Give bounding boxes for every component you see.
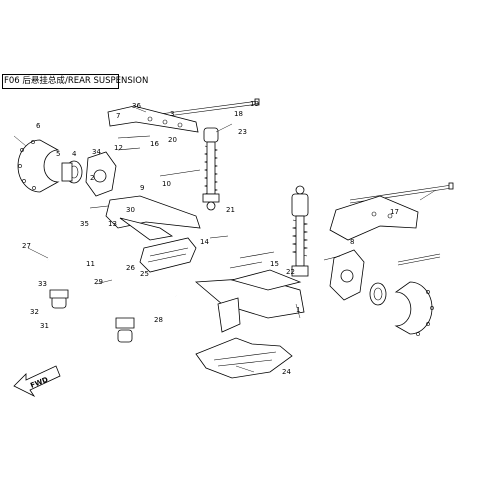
shock-absorber-left bbox=[202, 127, 220, 211]
callout-3: 3 bbox=[170, 110, 174, 118]
callout-17: 17 bbox=[390, 208, 399, 216]
long-bolt-lower-right bbox=[397, 253, 441, 266]
callout-27: 27 bbox=[22, 242, 31, 250]
diagram-title: F06 后悬挂总成/REAR SUSPENSION bbox=[4, 76, 149, 86]
upper-arm-left bbox=[107, 105, 199, 133]
callout-26: 26 bbox=[126, 264, 135, 272]
callout-4: 4 bbox=[72, 150, 77, 158]
knuckle-right bbox=[329, 249, 365, 301]
callout-29: 29 bbox=[94, 278, 103, 286]
callout-19: 19 bbox=[250, 100, 259, 108]
guard-plate bbox=[217, 297, 241, 333]
callout-33: 33 bbox=[38, 280, 47, 288]
knuckle-left bbox=[85, 151, 117, 197]
callout-15: 15 bbox=[270, 260, 279, 268]
callout-1: 1 bbox=[296, 306, 300, 314]
callout-21: 21 bbox=[226, 206, 235, 214]
bolt-set bbox=[89, 135, 341, 269]
skid-plate-bottom bbox=[195, 337, 293, 379]
long-bolt-right bbox=[349, 182, 454, 204]
callout-9: 9 bbox=[140, 184, 144, 192]
trailing-arm-center bbox=[194, 269, 305, 319]
callout-13: 13 bbox=[108, 220, 117, 228]
callout-28: 28 bbox=[154, 316, 163, 324]
callout-8: 8 bbox=[350, 238, 354, 246]
callout-24: 24 bbox=[282, 368, 291, 376]
callout-32: 32 bbox=[30, 308, 39, 316]
callout-6: 6 bbox=[36, 122, 41, 130]
leader-lines bbox=[13, 107, 437, 373]
callout-14: 14 bbox=[200, 238, 209, 246]
hub-bearing-right bbox=[369, 282, 387, 306]
callout-22: 22 bbox=[286, 268, 295, 276]
diagram-code: F06 bbox=[4, 76, 20, 86]
callout-labels: 36 3 7 19 18 23 16 20 10 9 6 5 4 34 12 2… bbox=[22, 100, 399, 376]
diagram-title-cn: 后悬挂总成 bbox=[22, 76, 65, 86]
callout-35: 35 bbox=[80, 220, 89, 228]
callout-25: 25 bbox=[140, 270, 149, 278]
callout-23: 23 bbox=[238, 128, 247, 136]
stabilizer-bushing-right bbox=[115, 317, 135, 343]
callout-10: 10 bbox=[162, 180, 171, 188]
callout-12: 12 bbox=[114, 144, 123, 152]
fwd-arrow-icon bbox=[13, 365, 61, 398]
brake-disc-right bbox=[394, 281, 434, 336]
upper-arm-right bbox=[329, 195, 419, 241]
callout-5: 5 bbox=[56, 150, 60, 158]
long-bolt-upper bbox=[159, 98, 260, 118]
callout-7: 7 bbox=[116, 112, 120, 120]
callout-16: 16 bbox=[150, 140, 159, 148]
diagram-title-en: REAR SUSPENSION bbox=[67, 76, 149, 86]
hub-bearing-left bbox=[61, 160, 83, 184]
callout-36: 36 bbox=[132, 102, 141, 110]
shock-absorber-right bbox=[291, 185, 309, 277]
callout-34: 34 bbox=[92, 148, 101, 156]
callout-18: 18 bbox=[234, 110, 243, 118]
callout-30: 30 bbox=[126, 206, 135, 214]
callout-2: 2 bbox=[90, 174, 94, 182]
callout-31: 31 bbox=[40, 322, 49, 330]
skid-plate-left bbox=[139, 237, 197, 273]
title-frame bbox=[2, 74, 119, 89]
callout-11: 11 bbox=[86, 260, 95, 268]
callout-20: 20 bbox=[168, 136, 177, 144]
stabilizer-bar bbox=[46, 258, 177, 298]
stabilizer-bushing-left bbox=[49, 289, 69, 309]
lower-arm-left bbox=[105, 195, 201, 241]
brake-disc-left bbox=[17, 139, 60, 193]
